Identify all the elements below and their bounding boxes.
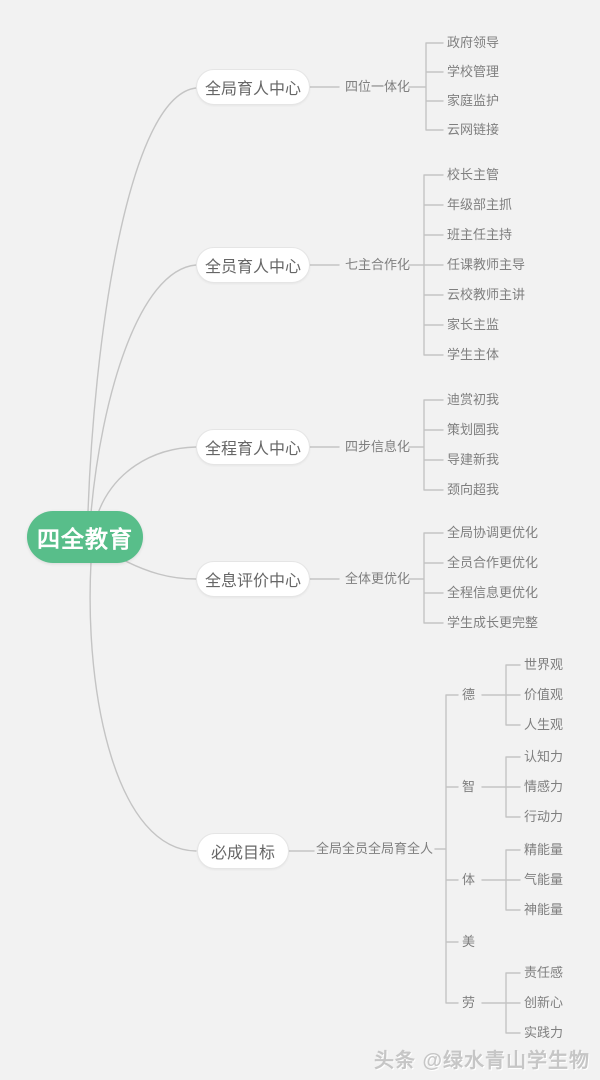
- leaf-label: 情感力: [524, 779, 564, 794]
- group-label-ti: 体: [462, 872, 476, 887]
- leaf-label: 创新心: [524, 995, 564, 1010]
- branch-node-3: 全程育人中心: [196, 429, 310, 465]
- sub-label-3: 四步信息化: [345, 439, 411, 454]
- leaf-label: 精能量: [524, 842, 564, 857]
- branch-node-2: 全员育人中心: [196, 247, 310, 283]
- branch-node-1: 全局育人中心: [196, 69, 310, 105]
- leaf-label: 迪赏初我: [447, 392, 500, 407]
- leaf-label: 学生成长更完整: [447, 615, 539, 630]
- leaf-label: 全程信息更优化: [447, 585, 539, 600]
- leaf-label: 年级部主抓: [447, 197, 513, 212]
- leaf-label: 气能量: [524, 872, 564, 887]
- leaf-label: 认知力: [524, 749, 564, 764]
- group-label-mei: 美: [462, 934, 476, 949]
- group-label-zhi: 智: [462, 779, 476, 794]
- leaf-label: 神能量: [524, 902, 564, 917]
- root-node: 四全教育: [27, 511, 143, 563]
- leaf-label: 实践力: [524, 1025, 564, 1040]
- group-label-lao: 劳: [462, 995, 476, 1010]
- leaf-label: 家庭监护: [447, 93, 500, 108]
- leaf-label: 人生观: [524, 717, 564, 732]
- sub-label-5: 全局全员全局育全人: [316, 841, 434, 856]
- leaf-label: 云校教师主讲: [447, 287, 526, 302]
- leaf-label: 任课教师主导: [447, 257, 526, 272]
- leaf-label: 价值观: [524, 687, 564, 702]
- leaf-label: 导建新我: [447, 452, 500, 467]
- leaf-label: 校长主管: [447, 167, 500, 182]
- watermark: 头条 @绿水青山学生物: [373, 1050, 590, 1072]
- leaf-label: 政府领导: [447, 35, 500, 50]
- leaf-label: 学生主体: [447, 347, 500, 362]
- sub-label-4: 全体更优化: [345, 571, 411, 586]
- leaf-label: 责任感: [524, 965, 564, 980]
- leaf-label: 颈向超我: [447, 482, 500, 497]
- leaf-label: 家长主监: [447, 317, 500, 332]
- branch-node-4: 全息评价中心: [196, 561, 310, 597]
- leaf-label: 世界观: [524, 657, 564, 672]
- leaf-label: 云网链接: [447, 122, 500, 137]
- branch-node-5: 必成目标: [197, 833, 289, 869]
- leaf-label: 全员合作更优化: [447, 555, 539, 570]
- leaf-label: 行动力: [524, 809, 564, 824]
- leaf-label: 学校管理: [447, 64, 500, 79]
- sub-label-1: 四位一体化: [345, 79, 411, 94]
- leaf-label: 班主任主持: [447, 227, 513, 242]
- leaf-label: 策划圆我: [447, 422, 500, 437]
- sub-label-2: 七主合作化: [345, 257, 411, 272]
- leaf-label: 全局协调更优化: [447, 525, 539, 540]
- group-label-de: 德: [462, 687, 476, 702]
